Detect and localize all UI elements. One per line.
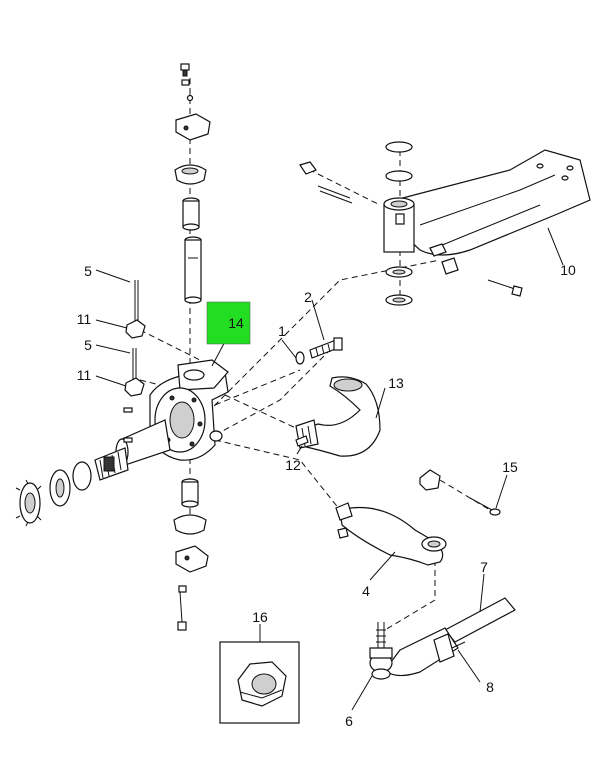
drag-link xyxy=(335,469,447,566)
axle-beam xyxy=(299,141,591,306)
left-fasteners xyxy=(124,280,146,397)
callout-16: 16 xyxy=(252,609,268,625)
steering-arm xyxy=(295,376,381,457)
callout-10: 10 xyxy=(560,262,576,278)
leader-lines xyxy=(95,227,564,711)
highlight-box xyxy=(206,301,251,345)
inset-box xyxy=(219,641,300,724)
callout-2: 2 xyxy=(304,289,312,305)
callout-5b: 5 xyxy=(84,337,92,353)
callout-14-label: 14 xyxy=(228,315,244,331)
highlight-callout-14[interactable]: 14 xyxy=(206,301,251,345)
cotter-pin-15 xyxy=(469,497,501,516)
callout-13: 13 xyxy=(388,375,404,391)
callout-15: 15 xyxy=(502,459,518,475)
key xyxy=(295,435,309,447)
hub-parts xyxy=(15,407,133,527)
callout-11a: 11 xyxy=(77,311,92,327)
tie-rod-assembly xyxy=(369,597,516,680)
callout-12: 12 xyxy=(285,457,301,473)
callout-6: 6 xyxy=(345,713,353,729)
callout-4: 4 xyxy=(362,583,370,599)
callout-8: 8 xyxy=(486,679,494,695)
steering-knuckle xyxy=(94,359,229,631)
callout-5a: 5 xyxy=(84,263,92,279)
callout-7: 7 xyxy=(480,559,488,575)
bolt-parts xyxy=(295,337,343,365)
callout-labels: 1 2 4 5 5 6 7 8 10 11 11 12 13 15 16 xyxy=(77,262,576,729)
callout-11b: 11 xyxy=(77,367,92,383)
kingpin-stack xyxy=(174,63,211,304)
callout-1: 1 xyxy=(278,323,286,339)
